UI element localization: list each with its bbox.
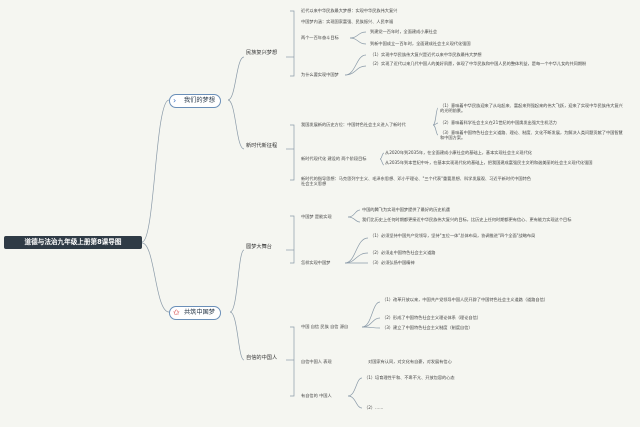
link-build-people (229, 311, 245, 361)
link-conf-3 (361, 326, 381, 329)
main-topic-dream-label: 我们的梦想 (184, 97, 215, 104)
goal-sub-1: 到建党一百年时，全面建成小康社会 (370, 29, 438, 34)
link-conf-1 (361, 301, 381, 328)
new-era-meaning-2: （2）意味着科学社会主义在21世纪的中国焕发出强大生机活力 (440, 120, 557, 125)
link-step-1 (379, 152, 385, 160)
new-era-meaning-1: （1）意味着中华民族迎来了从站起来、富起来到强起来的伟大飞跃，迎来了实现中华民族… (440, 103, 623, 114)
main-topic-build[interactable]: ✩ 共筑中国梦 (169, 306, 221, 320)
bracket-era (290, 124, 295, 181)
realize-item-1: 中国的腾飞为实现中国梦提供了最好的历史机遇 (362, 207, 450, 212)
link-build-stage (229, 249, 245, 313)
link-dream-era (227, 99, 245, 150)
bracket-people (290, 326, 295, 397)
path-item-1: （1）必须坚持中国共产党领导，坚持"五位一体"总体布局，协调推进"四个全面"战略… (370, 233, 536, 238)
branch-national-goal[interactable]: 民族复兴梦想 (246, 50, 278, 56)
main-topic-build-label: 共筑中国梦 (184, 309, 215, 316)
link-realize-2 (347, 216, 361, 223)
confidence-item-2: （2）形成了中国特色社会主义理论体系（理论自信） (382, 315, 481, 320)
new-era-meaning-3: （3）意味着中国特色社会主义道路、理论、制度、文化不断发展，为解决人类问题贡献了… (440, 130, 623, 141)
link-step-2 (379, 158, 385, 166)
link-meaning-1 (432, 107, 439, 126)
why-item-1: （1）实现中华民族伟大复兴是近代以来中华民族最伟大梦想 (370, 52, 482, 57)
new-era-steps-label: 新时代现代化 建设的 两个阶段目标 (301, 156, 367, 161)
link-hope-1 (347, 377, 363, 397)
bracket-goal (290, 10, 295, 77)
why-item-2: （2）实现了近代以来几代中国人的美好夙愿，体现了中华民族和中国人民的整体利益，是… (370, 61, 587, 66)
strong-item: 对国家有认同，对文化有自豪，对发展有信心 (368, 359, 452, 364)
branch-people[interactable]: 自信的中国人 (246, 355, 278, 361)
link-meaning-3 (432, 124, 439, 136)
new-era-guide: 新时代的指导思想：马克思列宁主义、毛泽东思想、邓小平理论、"三个代表"重要思想、… (301, 176, 531, 187)
link-goals-1 (349, 31, 367, 39)
goal-item-3: 两个一百年奋斗目标 (301, 35, 339, 40)
path-item-3: （3）必须弘扬中国精神 (370, 260, 415, 265)
link-why-1 (344, 54, 367, 76)
goal-item-1: 近代以来中华民族最大梦想：实现中华民族伟大复兴 (301, 8, 398, 13)
root-topic[interactable]: 道德与法治九年级上册第8课导图 (4, 236, 142, 249)
realize-item-2: 我们比历史上任何时期都更接近中华民族伟大复兴的目标，比历史上任何时期都更有信心、… (362, 217, 572, 222)
new-era-step-2: 从2035年到本世纪中叶，在基本实现现代化的基础上，把我国建成富强民主文明和谐美… (385, 160, 593, 165)
link-path-2 (344, 252, 369, 264)
new-era-position: 我国发展新的历史方位：中国特色社会主义进入了新时代 (301, 122, 406, 127)
path-item-2: （2）必须走中国特色社会主义道路 (370, 250, 436, 255)
confidence-item-1: （1）改革开放以来，中国共产党领导中国人民开辟了中国特色社会主义道路（道路自信） (382, 297, 548, 302)
link-root-build (141, 242, 170, 313)
goal-sub-2: 到新中国成立一百年时，全面建成社会主义现代化强国 (370, 41, 471, 46)
link-root-dream (141, 99, 170, 243)
goal-item-2: 中国梦内涵：实现国家富强、民族振兴、人民幸福 (301, 19, 394, 24)
main-topic-dream[interactable]: › 我们的梦想 (169, 94, 221, 108)
chevron-right-blue-icon: › (173, 96, 177, 105)
link-hope-2 (347, 395, 363, 409)
confidence-label: 中国 自信 民族 自信 源自 (301, 324, 349, 329)
path-label: 怎样实现中国梦 (301, 260, 331, 265)
link-conf-2 (361, 317, 381, 328)
realize-label: 中国梦 是能实现 (301, 214, 332, 219)
why-dream-label: 为什么要实现中国梦 (301, 72, 339, 77)
branch-stage[interactable]: 圆梦大舞台 (246, 244, 272, 250)
link-realize-1 (347, 209, 361, 218)
bracket-stage (290, 215, 295, 264)
branch-new-era[interactable]: 新时代新征程 (246, 143, 278, 149)
link-goals-2 (349, 37, 367, 45)
link-path-1 (344, 237, 369, 264)
star-red-icon: ✩ (173, 308, 180, 317)
strong-label: 自信中国人 表现 (301, 359, 332, 364)
new-era-step-1: 从2020年到2035年，在全面建成小康社会的基础上，基本实现社会主义现代化 (385, 150, 532, 155)
hope-item-2: （2）…… (364, 405, 384, 410)
hope-label: 有自信的 中国人 (301, 393, 332, 398)
hope-item-1: （1）培育理性平和、不卑不亢、开放包容的心态 (364, 375, 455, 380)
link-why-2 (344, 65, 367, 76)
confidence-item-3: （3）建立了中国特色社会主义制度（制度自信） (382, 325, 473, 330)
link-dream-goal (227, 56, 245, 101)
